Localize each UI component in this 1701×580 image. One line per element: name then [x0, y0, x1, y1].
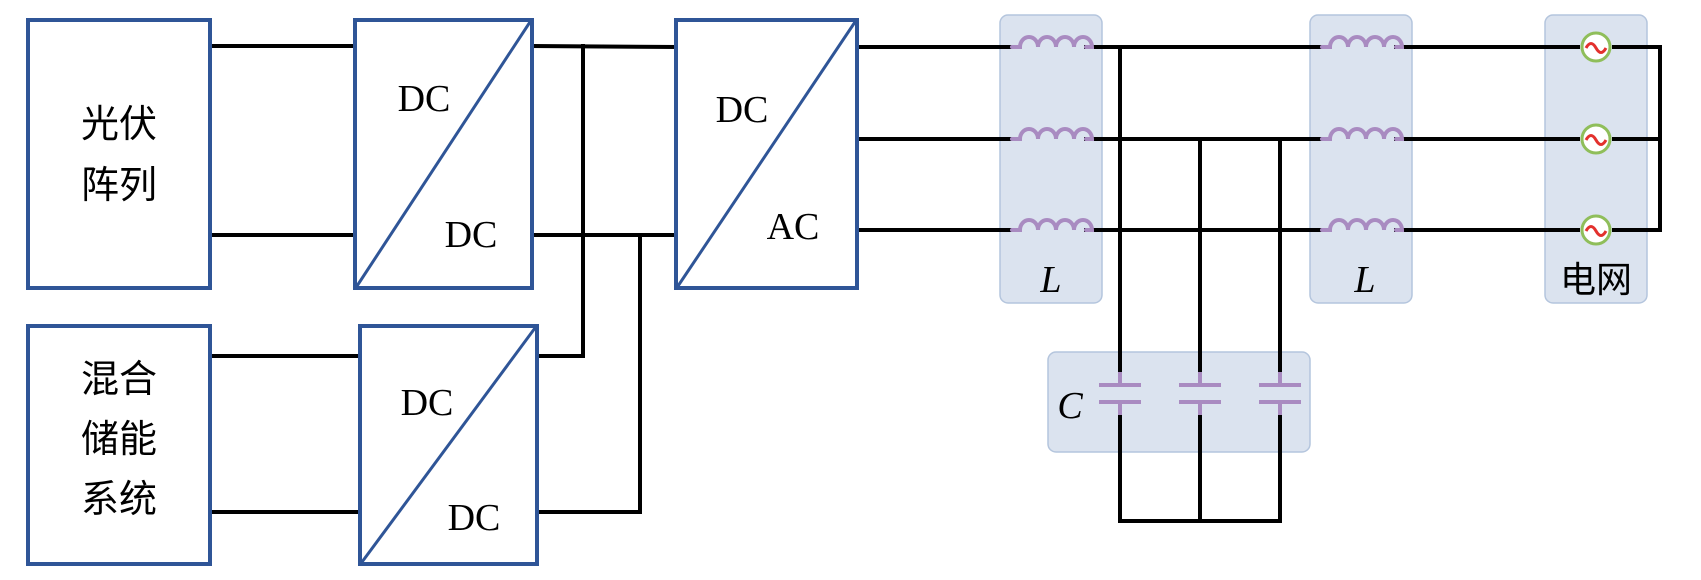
ac-source-icon: [1580, 214, 1612, 246]
inductor-icon: [1320, 35, 1405, 49]
dcdc-converter-top: DC DC: [353, 18, 534, 290]
capacitor-icon: [1099, 372, 1141, 415]
wires: [208, 43, 1662, 523]
dcdc-converter-bottom: DC DC: [358, 324, 539, 566]
capacitor-icon: [1179, 372, 1221, 415]
pv-array-label-line2: 阵列: [81, 163, 157, 207]
grid-label: 电网: [1560, 260, 1632, 301]
inductor-group-1: [999, 14, 1103, 304]
capacitor-label: C: [1057, 385, 1083, 427]
hybrid-storage-block: [26, 324, 212, 566]
inductor-icon: [1320, 218, 1405, 232]
inductor-icon: [1010, 127, 1095, 141]
inductor-icon: [1010, 35, 1095, 49]
hybrid-storage-label-line3: 系统: [81, 477, 157, 521]
hybrid-storage-label-line1: 混合: [81, 357, 157, 401]
pv-array-label-line1: 光伏: [81, 102, 157, 146]
capacitor-icon: [1259, 372, 1301, 415]
inductor-1-label: L: [1039, 259, 1061, 301]
dcdc-top-output-label: DC: [445, 214, 498, 256]
inductor-2-label: L: [1353, 259, 1375, 301]
inverter-output-label: AC: [767, 206, 820, 248]
dcdc-bottom-input-label: DC: [401, 382, 454, 424]
inductor-icon: [1010, 218, 1095, 232]
dcdc-bottom-output-label: DC: [448, 497, 501, 539]
pv-array-block: [26, 18, 212, 290]
dcdc-top-input-label: DC: [398, 78, 451, 120]
inductor-icon: [1320, 127, 1405, 141]
hybrid-storage-label-line2: 储能: [81, 417, 157, 461]
inductor-group-2: [1309, 14, 1413, 304]
ac-source-icon: [1580, 31, 1612, 63]
dcac-inverter: DC AC: [674, 18, 859, 290]
inverter-input-label: DC: [716, 89, 769, 131]
ac-source-icon: [1580, 123, 1612, 155]
